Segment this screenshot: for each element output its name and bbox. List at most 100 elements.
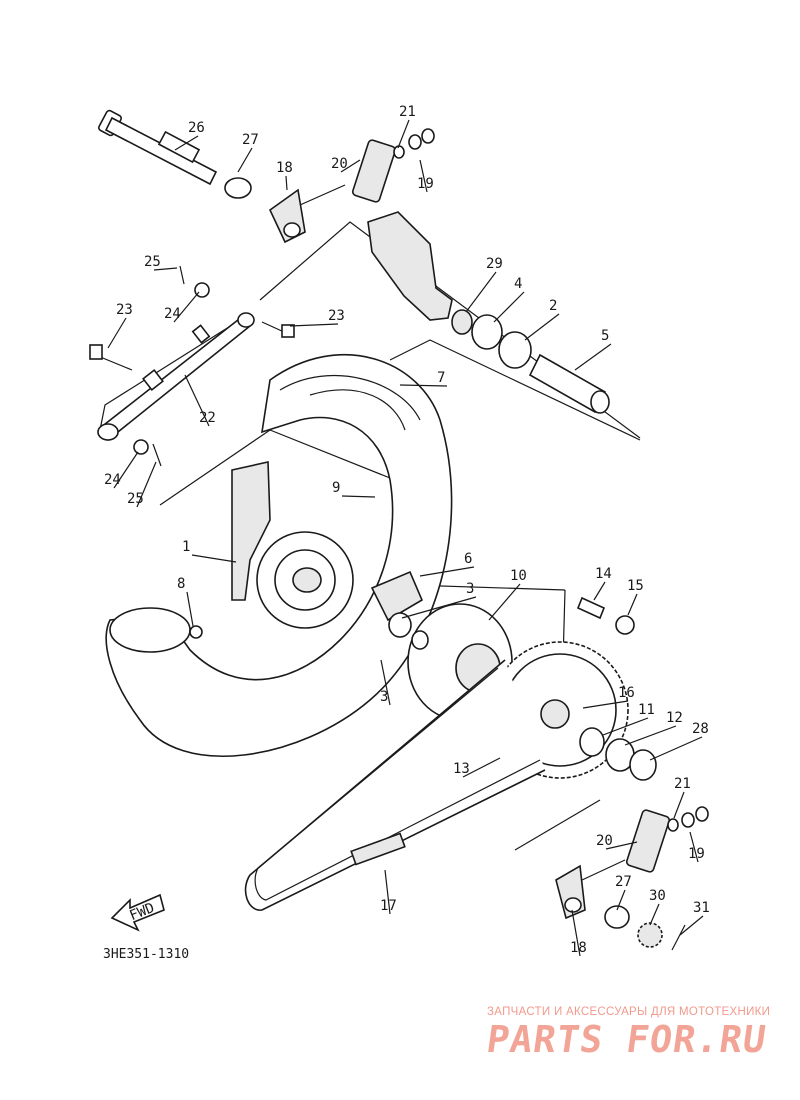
washer-27-top (224, 177, 252, 199)
callout-leader (285, 175, 288, 191)
callout-c8: 8 (177, 576, 194, 627)
callout-number: 12 (666, 710, 683, 726)
callout-c29: 29 (465, 256, 503, 313)
callout-leader (107, 317, 127, 349)
callout-c10: 10 (488, 568, 527, 621)
callout-leader (571, 909, 581, 957)
chain-17 (244, 659, 546, 911)
seal-29 (451, 309, 473, 335)
chain-puller-18-top (268, 184, 346, 244)
callout-number: 20 (596, 833, 613, 849)
callout-number: 18 (276, 160, 293, 176)
callout-leader (289, 323, 339, 327)
callout-leader (173, 291, 200, 323)
callout-c22: 22 (184, 374, 216, 427)
callout-c9: 9 (332, 480, 376, 498)
callout-number: 27 (615, 874, 632, 890)
callout-c20a: 20 (331, 156, 361, 173)
callout-number: 21 (399, 104, 416, 120)
callout-leader (186, 591, 194, 627)
callout-number: 23 (116, 302, 133, 318)
callout-c19b: 19 (688, 831, 705, 863)
callout-leader (184, 374, 210, 427)
callout-leader (384, 869, 391, 915)
callout-c19a: 19 (417, 159, 434, 193)
callout-leader (488, 583, 521, 621)
callout-c20b: 20 (596, 833, 638, 850)
callout-c25a: 25 (144, 254, 178, 271)
callout-leader (593, 581, 606, 601)
callout-number: 5 (601, 328, 609, 344)
callout-c21a: 21 (397, 104, 416, 149)
callout-number: 19 (417, 176, 434, 192)
callout-c31: 31 (679, 900, 710, 936)
callout-c3b: 3 (380, 659, 391, 706)
callout-number: 23 (328, 308, 345, 324)
wheel-hub (231, 461, 354, 629)
callout-c13: 13 (453, 757, 501, 778)
caliper-bracket (367, 211, 453, 321)
callout-leader (524, 313, 560, 341)
bearing-4 (471, 314, 503, 350)
callout-c3a: 3 (401, 581, 477, 619)
callout-c27b: 27 (615, 874, 632, 911)
callout-number: 9 (332, 480, 340, 496)
bearing-11 (579, 727, 605, 757)
callout-leader (237, 147, 253, 173)
callout-c26: 26 (174, 120, 205, 151)
callout-number: 8 (177, 576, 185, 592)
callout-leader (399, 384, 448, 387)
callout-leader (465, 271, 497, 313)
callout-number: 29 (486, 256, 503, 272)
callout-leader (605, 841, 638, 850)
callout-c23a: 23 (107, 302, 133, 349)
callout-c12: 12 (624, 710, 683, 746)
callout-number: 17 (380, 898, 397, 914)
hub-parts-3-6-8 (189, 570, 424, 639)
callout-c14: 14 (593, 566, 612, 601)
callout-c2: 2 (524, 298, 560, 341)
callout-number: 21 (674, 776, 691, 792)
callout-c24b: 24 (104, 451, 139, 489)
washer-27-bottom (604, 905, 630, 929)
callout-c1: 1 (182, 539, 237, 563)
fwd-arrow-icon: FWD (110, 893, 165, 932)
callout-c27a: 27 (237, 132, 259, 173)
callout-leader (419, 566, 475, 577)
rear-tire (105, 354, 453, 758)
callout-number: 25 (127, 491, 144, 507)
callout-leader (679, 915, 704, 936)
bearing-2 (498, 331, 532, 369)
rod-22 (97, 312, 255, 442)
callout-leader (136, 461, 157, 508)
callout-leader (153, 267, 178, 271)
callout-leader (493, 291, 525, 323)
callout-number: 3 (380, 689, 388, 705)
cotter-pin-31 (671, 924, 686, 951)
callout-c7: 7 (399, 370, 448, 387)
callout-leader (341, 495, 376, 498)
axle (98, 109, 218, 186)
callout-c24a: 24 (164, 291, 200, 323)
callout-number: 14 (595, 566, 612, 582)
callout-number: 24 (104, 472, 121, 488)
callout-leader (673, 791, 685, 819)
callout-number: 25 (144, 254, 161, 270)
callout-number: 11 (638, 702, 655, 718)
callout-leader (582, 700, 629, 709)
callout-c4: 4 (493, 276, 525, 323)
callout-leader (624, 725, 677, 746)
spacer-28 (629, 749, 657, 781)
callout-leader (191, 554, 237, 563)
callout-c18b: 18 (570, 909, 587, 957)
callout-number: 2 (549, 298, 557, 314)
callout-number: 1 (182, 539, 190, 555)
diagram-code: 3HE351-1310 (103, 947, 190, 962)
callout-leader (616, 889, 626, 911)
callout-c16: 16 (582, 685, 635, 709)
callout-leader (649, 903, 660, 926)
watermark-tagline: ЗАПЧАСТИ И АКСЕССУАРЫ ДЛЯ МОТОТЕХНИКИ (487, 1006, 771, 1018)
callout-leader (380, 659, 391, 706)
